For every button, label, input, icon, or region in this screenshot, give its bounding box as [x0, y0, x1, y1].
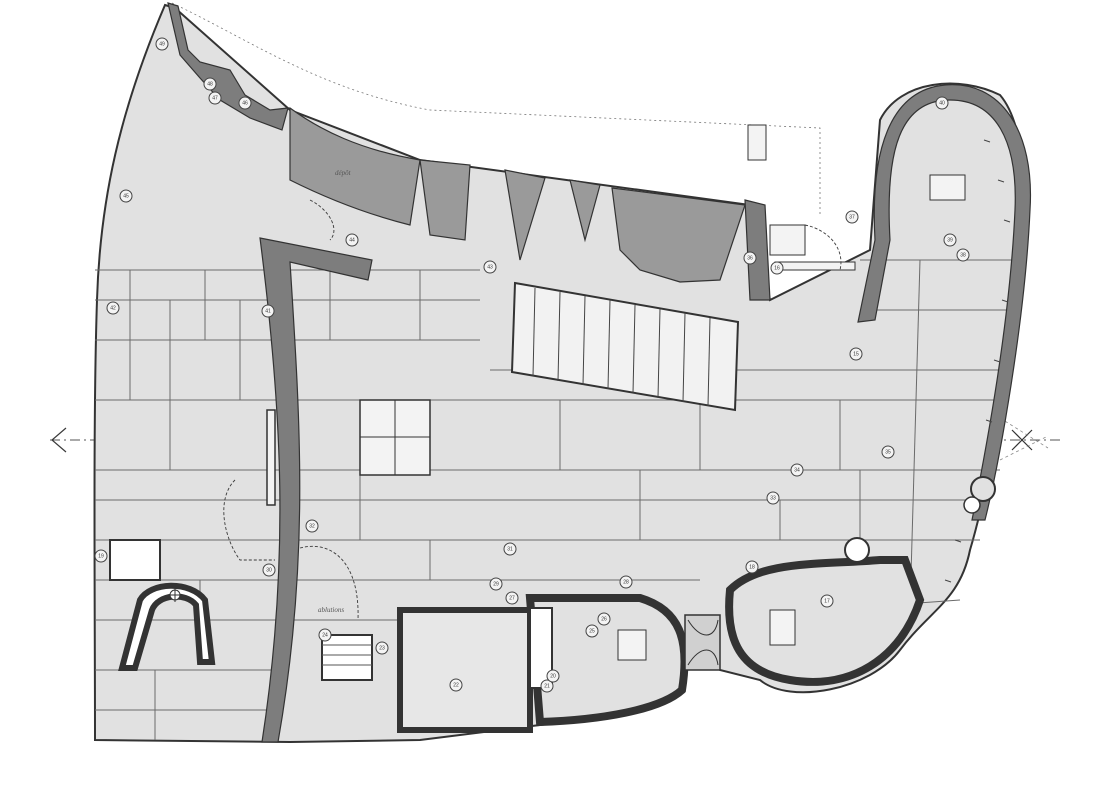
svg-text:25: 25 — [589, 628, 595, 634]
marker: 35 — [881, 445, 895, 459]
svg-text:17: 17 — [824, 598, 830, 604]
svg-text:30: 30 — [266, 567, 272, 573]
svg-text:16: 16 — [774, 265, 780, 271]
svg-text:41: 41 — [265, 308, 271, 314]
svg-text:40: 40 — [939, 100, 945, 106]
marker: 16 — [770, 261, 784, 275]
svg-text:20: 20 — [550, 673, 556, 679]
marker: 49 — [155, 37, 169, 51]
marker: 33 — [766, 491, 780, 505]
depot-label: dépôt — [335, 169, 352, 177]
marker: 19 — [94, 549, 108, 563]
axis-arrow-left-icon — [51, 427, 67, 453]
svg-text:15: 15 — [853, 351, 859, 357]
svg-text:33: 33 — [770, 495, 776, 501]
svg-text:32: 32 — [309, 523, 315, 529]
marker: 43 — [483, 260, 497, 274]
marker: 48 — [203, 77, 217, 91]
marker: 15 — [849, 347, 863, 361]
svg-text:29: 29 — [493, 581, 499, 587]
marker: 26 — [597, 612, 611, 626]
pews — [510, 281, 740, 412]
marker: 37 — [845, 210, 859, 224]
svg-text:47: 47 — [212, 95, 218, 101]
roof-outline — [171, 2, 821, 215]
svg-text:21: 21 — [544, 683, 550, 689]
svg-text:27: 27 — [509, 595, 515, 601]
marker: 20 — [546, 669, 560, 683]
svg-text:26: 26 — [601, 616, 607, 622]
marker: 29 — [489, 577, 503, 591]
svg-text:28: 28 — [623, 579, 629, 585]
marker: 23 — [375, 641, 389, 655]
marker: 38 — [956, 248, 970, 262]
marker: 47 — [208, 91, 222, 105]
marker: 41 — [261, 304, 275, 318]
marker: 17 — [820, 594, 834, 608]
marker: 31 — [503, 542, 517, 556]
east-rounds — [963, 476, 996, 514]
svg-text:39: 39 — [947, 237, 953, 243]
south-tower — [857, 84, 1032, 521]
svg-text:36: 36 — [747, 255, 753, 261]
svg-text:31: 31 — [507, 546, 513, 552]
marker: 42 — [106, 301, 120, 315]
marker: 40 — [935, 96, 949, 110]
svg-text:22: 22 — [453, 682, 459, 688]
furniture — [266, 124, 966, 661]
svg-text:42: 42 — [110, 305, 116, 311]
svg-text:34: 34 — [794, 467, 800, 473]
marker: 24 — [318, 628, 332, 642]
marker: 45 — [119, 189, 133, 203]
marker: 44 — [345, 233, 359, 247]
door-swings — [223, 199, 842, 621]
marker: 32 — [305, 519, 319, 533]
marker: 36 — [743, 251, 757, 265]
scale-ticks — [944, 139, 1011, 583]
svg-text:48: 48 — [207, 81, 213, 87]
side-chapel-large — [725, 556, 925, 686]
svg-text:23: 23 — [379, 645, 385, 651]
svg-text:43: 43 — [487, 264, 493, 270]
marker: 21 — [540, 679, 554, 693]
south-entry — [684, 614, 721, 671]
stair — [109, 539, 553, 689]
svg-text:19: 19 — [98, 553, 104, 559]
svg-text:37: 37 — [849, 214, 855, 220]
altar-cross-icon — [168, 588, 182, 602]
svg-text:49: 49 — [159, 41, 165, 47]
marker: 34 — [790, 463, 804, 477]
column — [844, 537, 870, 563]
marker: 39 — [943, 233, 957, 247]
east-curved-wall — [259, 237, 373, 743]
marker: 25 — [585, 624, 599, 638]
side-chapel-small — [525, 594, 689, 727]
svg-text:18: 18 — [749, 564, 755, 570]
marker: 18 — [745, 560, 759, 574]
svg-text:44: 44 — [349, 237, 355, 243]
marker: 30 — [262, 563, 276, 577]
svg-text:35: 35 — [885, 449, 891, 455]
tribune — [397, 607, 533, 733]
svg-text:24: 24 — [322, 632, 328, 638]
apse-niche — [118, 582, 216, 671]
marker: 46 — [238, 96, 252, 110]
svg-text:38: 38 — [960, 252, 966, 258]
grid-markers: 49 48 47 46 45 44 43 42 41 40 39 38 37 3… — [94, 37, 970, 693]
svg-text:46: 46 — [242, 100, 248, 106]
axis-cross-right-icon — [999, 417, 1049, 461]
ablutions-label: ablutions — [318, 606, 344, 614]
north-wall — [167, 2, 771, 301]
marker: 22 — [449, 678, 463, 692]
svg-text:45: 45 — [123, 193, 129, 199]
marker: 28 — [619, 575, 633, 589]
marker: 27 — [505, 591, 519, 605]
